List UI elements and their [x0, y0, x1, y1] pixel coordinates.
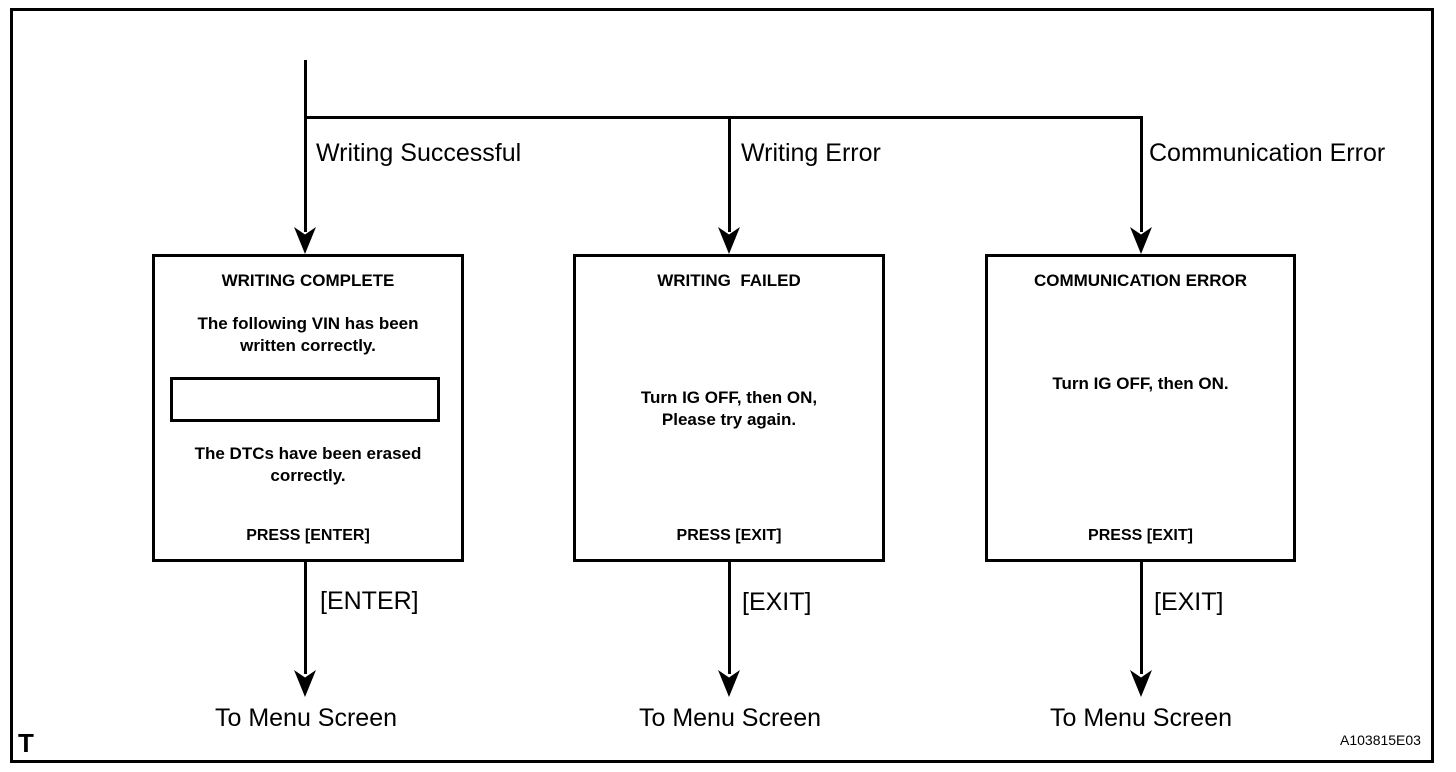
writing-complete-title: WRITING COMPLETE [221, 271, 395, 290]
communication-error-message: Turn IG OFF, then ON. [1052, 374, 1229, 393]
to-menu-screen-label: To Menu Screen [638, 704, 822, 732]
figure-code: A103815E03 [1340, 732, 1421, 748]
to-menu-screen-label: To Menu Screen [214, 704, 398, 732]
connector-branch-3 [1140, 116, 1143, 232]
communication-error-title: COMMUNICATION ERROR [1033, 271, 1248, 290]
press-enter-label: PRESS [ENTER] [246, 527, 370, 544]
press-exit-label: PRESS [EXIT] [676, 527, 782, 544]
figure-border [10, 8, 1434, 763]
connector-exit-3 [1140, 562, 1143, 674]
vin-value-field [170, 377, 440, 422]
exit-key-label: [EXIT] [742, 588, 812, 616]
connector-branch-bar [304, 116, 1143, 119]
connector-stem [304, 60, 307, 232]
enter-key-label: [ENTER] [320, 587, 419, 615]
connector-branch-2 [728, 116, 731, 232]
branch-label-writing-successful: Writing Successful [316, 139, 522, 167]
communication-error-box: COMMUNICATION ERROR Turn IG OFF, then ON… [985, 254, 1296, 562]
connector-exit-1 [304, 562, 307, 674]
writing-failed-title: WRITING FAILED [657, 271, 801, 290]
press-exit-label: PRESS [EXIT] [1088, 527, 1193, 544]
writing-complete-message: The following VIN has been written corre… [197, 314, 419, 355]
branch-label-communication-error: Communication Error [1149, 139, 1386, 167]
writing-failed-box: WRITING FAILED Turn IG OFF, then ON, Ple… [573, 254, 885, 562]
page-corner-mark: T [18, 728, 34, 758]
to-menu-screen-label: To Menu Screen [1049, 704, 1233, 732]
writing-complete-box: WRITING COMPLETE The following VIN has b… [152, 254, 464, 562]
writing-failed-message: Turn IG OFF, then ON, Please try again. [640, 388, 818, 429]
branch-label-writing-error: Writing Error [741, 139, 881, 167]
exit-key-label: [EXIT] [1154, 588, 1224, 616]
dtc-erased-message: The DTCs have been erased correctly. [194, 444, 422, 485]
connector-exit-2 [728, 562, 731, 674]
